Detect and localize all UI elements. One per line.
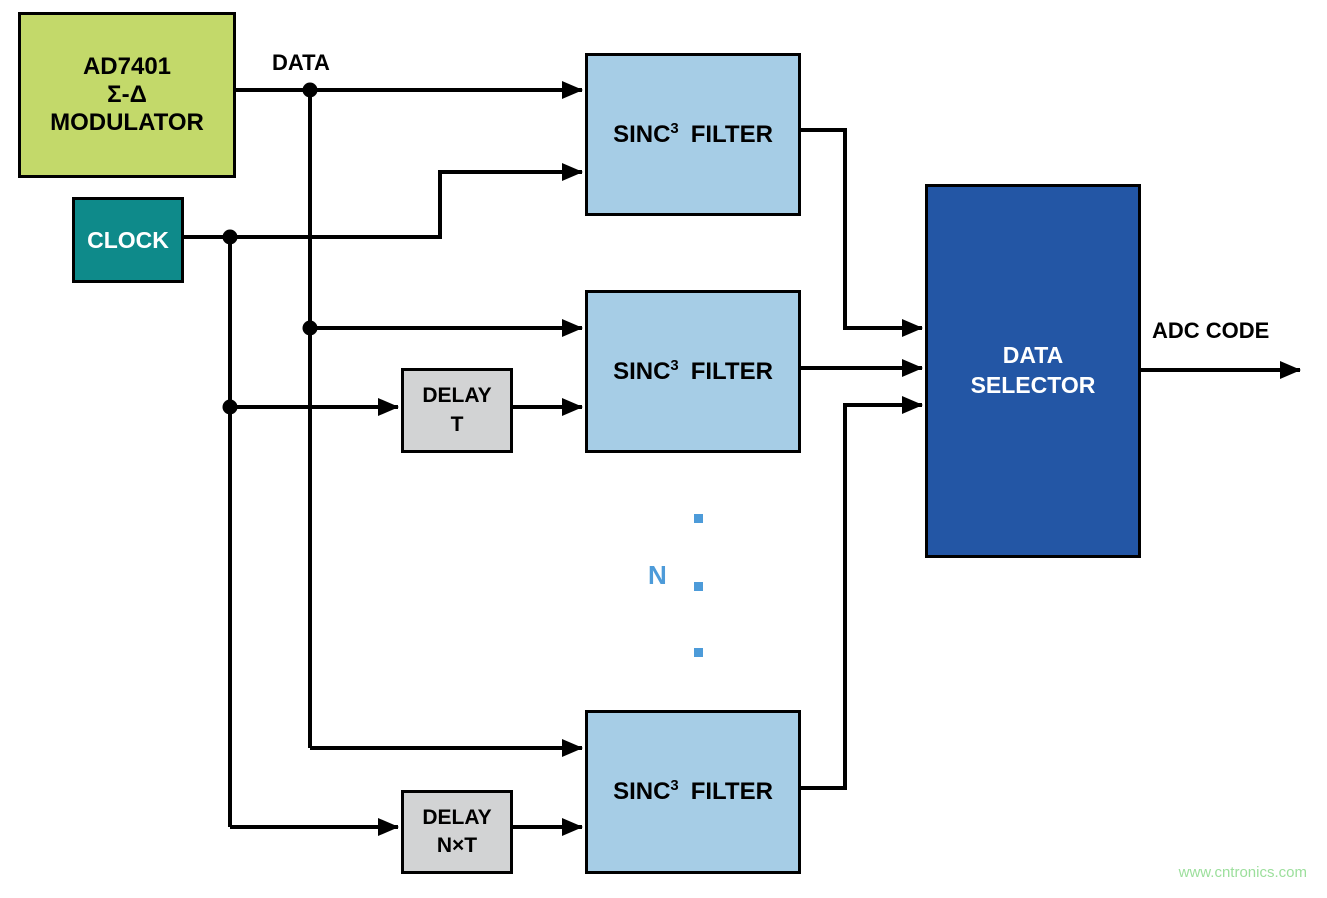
junction-dot bbox=[302, 320, 318, 336]
modulator-line2: Σ-Δ bbox=[107, 80, 147, 108]
clock-block: CLOCK bbox=[72, 197, 184, 283]
modulator-line3: MODULATOR bbox=[50, 109, 204, 137]
delay-t-line2: T bbox=[450, 412, 464, 436]
wire-filter3-to-selector bbox=[795, 396, 923, 790]
delay-t-line1: DELAY bbox=[422, 384, 492, 408]
junction-dot bbox=[222, 229, 238, 245]
delay-t-block: DELAY T bbox=[401, 368, 513, 453]
selector-line2: SELECTOR bbox=[970, 372, 1096, 398]
wire-clock-to-filter1 bbox=[178, 163, 583, 239]
wire-filter1-to-selector bbox=[795, 128, 923, 337]
delay-nt-line2: N×T bbox=[436, 834, 478, 857]
adc-code-label: ADC CODE bbox=[1152, 318, 1270, 343]
delay-nt-block: DELAY N×T bbox=[401, 790, 513, 874]
modulator-block: AD7401 Σ-Δ MODULATOR bbox=[18, 12, 236, 178]
selector-line1: DATA bbox=[1002, 342, 1064, 369]
modulator-line1: AD7401 bbox=[82, 52, 172, 80]
delay-nt-line1: DELAY bbox=[422, 805, 492, 829]
data-selector-block: DATA SELECTOR bbox=[925, 184, 1141, 558]
junction-dot bbox=[302, 82, 318, 98]
n-count-label: N bbox=[648, 560, 667, 590]
clock-label: CLOCK bbox=[87, 226, 169, 253]
ellipsis-dot bbox=[694, 648, 703, 657]
ellipsis-dot bbox=[694, 582, 703, 591]
watermark: www.cntronics.com bbox=[1178, 864, 1307, 881]
data-wire-label: DATA bbox=[272, 50, 330, 75]
ellipsis-dot bbox=[694, 514, 703, 523]
junction-dot bbox=[222, 399, 238, 415]
